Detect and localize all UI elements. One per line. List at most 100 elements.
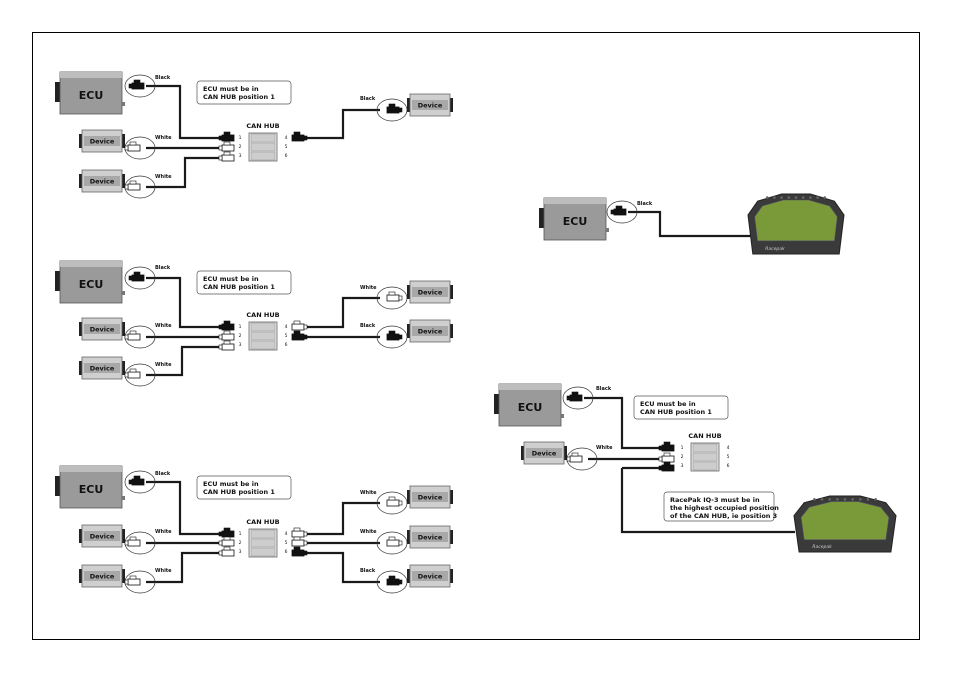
connector-latch (223, 151, 231, 156)
hub-port-number: 1 (681, 445, 684, 451)
black-connector-icon (128, 475, 145, 486)
connector-body (386, 294, 400, 302)
can-wire (146, 345, 220, 377)
dash-shift-light (851, 498, 854, 501)
hub-port-number: 6 (285, 342, 288, 348)
connector-body (291, 539, 305, 547)
device-label: Device (90, 532, 115, 540)
connector-tip (303, 334, 308, 340)
black-connector-icon (566, 391, 583, 402)
white-connector-icon (218, 546, 235, 557)
connector-body (127, 333, 141, 341)
white-connector-icon (218, 330, 235, 341)
hub-port-row (250, 142, 276, 152)
ecu-pin (561, 414, 564, 418)
wire-color-label: White (360, 490, 377, 496)
ecu-module: ECU (539, 197, 609, 241)
connector-body (127, 539, 141, 547)
connector-highlight-ellipse (606, 200, 638, 224)
dash-shift-light (874, 498, 877, 501)
connector-latch (388, 575, 396, 580)
white-connector-icon (218, 536, 235, 547)
device-label: Device (418, 572, 443, 580)
device-label-panel (412, 100, 448, 110)
white-connector-icon (218, 340, 235, 351)
dash-shift-light (801, 196, 805, 199)
black-connector-icon (386, 103, 403, 114)
connector-latch (223, 141, 231, 146)
device-label-panel (412, 492, 448, 502)
hub-port-number: 4 (285, 135, 288, 141)
ecu-label: ECU (79, 278, 104, 291)
device-label: Device (90, 325, 115, 333)
white-connector-icon (566, 452, 583, 463)
connector-tip (610, 209, 615, 215)
connector-highlight-ellipse (124, 470, 156, 494)
device-module: Device (407, 525, 453, 549)
device-label-panel (84, 363, 120, 373)
hub-port-row (250, 151, 276, 161)
hub-port-row (250, 547, 276, 557)
connector-tip (218, 540, 223, 546)
hub-port-number: 2 (239, 144, 242, 150)
can-wire (146, 480, 220, 536)
white-connector-icon (658, 452, 675, 463)
device-label-panel (84, 176, 120, 186)
hub-port-number: 3 (239, 549, 242, 555)
wire-color-label: White (155, 135, 172, 141)
wire-color-label: White (360, 285, 377, 291)
connector-tip (218, 550, 223, 556)
device-end-cap (563, 446, 567, 460)
device-end-cap (121, 529, 125, 543)
wire-color-label: Black (360, 568, 376, 574)
can-wire (146, 551, 220, 584)
ecu-body (59, 260, 123, 304)
connector-body (613, 208, 627, 216)
note-box (196, 80, 292, 105)
connector-body (291, 323, 305, 331)
can-hub-label: CAN HUB (246, 122, 279, 130)
device-end-cap (407, 285, 411, 299)
ecu-label: ECU (79, 89, 104, 102)
can-wire (304, 551, 380, 584)
white-connector-icon (218, 141, 235, 152)
dash-shift-light (828, 498, 831, 501)
connector-tip (218, 145, 223, 151)
connector-body (386, 333, 400, 341)
device-label: Device (532, 449, 557, 457)
white-connector-icon (291, 527, 308, 538)
ecu-label: ECU (563, 215, 588, 228)
device-label: Device (418, 327, 443, 335)
device-end-cap (407, 324, 411, 338)
device-label-panel (84, 531, 120, 541)
ecu-body (59, 465, 123, 509)
connector-tip (218, 334, 223, 340)
ecu-label: ECU (518, 401, 543, 414)
device-label-panel (412, 532, 448, 542)
connector-body (291, 549, 305, 557)
can-hub-label: CAN HUB (246, 311, 279, 319)
connector-latch (663, 441, 671, 446)
device-module: Device (407, 93, 453, 117)
connector-body (127, 578, 141, 586)
black-connector-icon (291, 131, 308, 142)
connector-body (221, 154, 235, 162)
can-hub-label: CAN HUB (688, 432, 721, 440)
hub-port-number: 3 (239, 342, 242, 348)
black-connector-icon (291, 330, 308, 341)
wire-color-label: White (155, 568, 172, 574)
hub-port-number: 2 (239, 540, 242, 546)
device-module: Device (407, 564, 453, 588)
hub-port-row (250, 340, 276, 350)
connector-tip (303, 324, 308, 330)
dash-screen (800, 501, 890, 540)
ecu-pin (606, 228, 609, 232)
connector-latch (223, 340, 231, 345)
dash-shift-light (820, 498, 824, 501)
ecu-module: ECU (494, 383, 564, 427)
device-label-panel (526, 448, 562, 458)
ecu-top-face (60, 261, 122, 267)
can-wire (628, 210, 752, 238)
